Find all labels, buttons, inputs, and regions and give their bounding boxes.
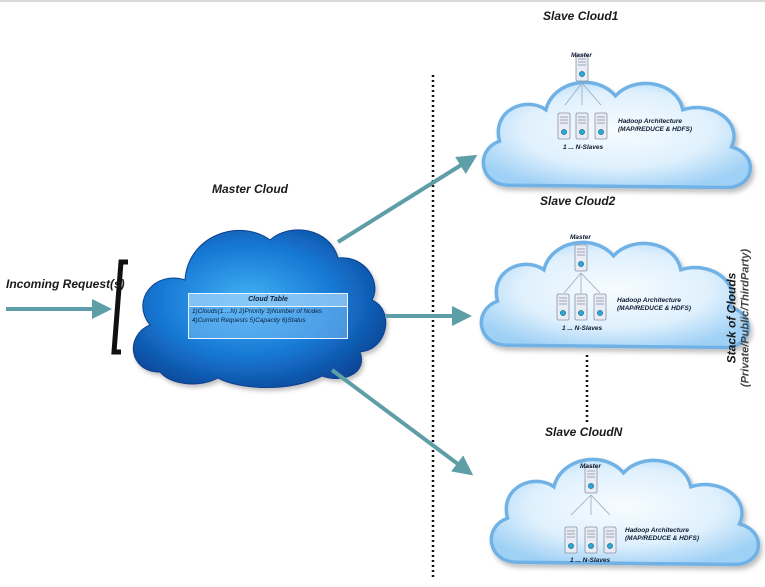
stack-of-clouds-sublabel: (Private/Public/ThirdParty): [739, 248, 752, 388]
slave-server-icon: [575, 112, 589, 140]
request-bracket: [111, 259, 128, 355]
slave-server-icon: [603, 526, 617, 554]
top-border: [0, 0, 765, 2]
slave-cloud-2-shape: [479, 240, 751, 350]
slave-cloud-1-nslaves-label: 1 ... N-Slaves: [563, 144, 604, 151]
master-cloud-title: Master Cloud: [212, 182, 289, 196]
cloud-table-title: Cloud Table: [189, 294, 347, 307]
slave-server-icon: [594, 112, 608, 140]
slave-cloud-2-servers: [556, 244, 607, 321]
slave-server-icon: [564, 526, 578, 554]
slave-server-icon: [593, 293, 607, 321]
slave-cloud-n-title: Slave CloudN: [545, 425, 623, 439]
slave-cloud-n-arch-line1: Hadoop Architecture: [625, 527, 690, 534]
slave-server-icon: [557, 112, 571, 140]
slave-server-icon: [584, 526, 598, 554]
slave-cloud-2-arch-line1: Hadoop Architecture: [617, 297, 682, 304]
slave-cloud-2-nslaves-label: 1 ... N-Slaves: [562, 325, 603, 332]
slave-cloud-n-servers: [564, 466, 617, 554]
slave-cloud-2-arch-line2: (MAP/REDUCE & HDFS): [617, 305, 692, 312]
incoming-request-label: Incoming Request(s): [6, 277, 125, 291]
stack-of-clouds-label: Stack of Clouds: [724, 272, 739, 364]
slave-cloud-2-title: Slave Cloud2: [540, 194, 616, 208]
master-server-icon: [574, 244, 588, 272]
arrow-to-slave1: [336, 154, 478, 244]
slave-cloud-n-shape: [489, 457, 761, 567]
slave-cloud-1-master-label: Master: [571, 52, 592, 59]
cloud-table-row-1: 1)Clouds(1....N) 2)Priority 3)Number of …: [192, 308, 322, 315]
cloud-table-row-2: 4)Current Requests 5)Capacity 6)Status: [192, 317, 306, 324]
slave-cloud-1-servers: [557, 54, 608, 140]
cloud-table: Cloud Table 1)Clouds(1....N) 2)Priority …: [188, 293, 348, 339]
slave-cloud-1-arch-line1: Hadoop Architecture: [618, 118, 683, 125]
slave-cloud-1-title: Slave Cloud1: [543, 9, 619, 23]
slave-cloud-n-arch-line2: (MAP/REDUCE & HDFS): [625, 535, 700, 542]
master-server-icon: [584, 466, 598, 494]
slave-server-icon: [574, 293, 588, 321]
slave-server-icon: [556, 293, 570, 321]
slave-cloud-1-shape: [481, 80, 753, 190]
slave-cloud-1-arch-line2: (MAP/REDUCE & HDFS): [618, 126, 693, 133]
arrow-to-slaveN: [330, 368, 474, 476]
slave-cloud-n-nslaves-label: 1 ... N-Slaves: [570, 557, 611, 564]
slave-cloud-n-master-label: Master: [580, 463, 601, 470]
slave-cloud-2-master-label: Master: [570, 234, 591, 241]
